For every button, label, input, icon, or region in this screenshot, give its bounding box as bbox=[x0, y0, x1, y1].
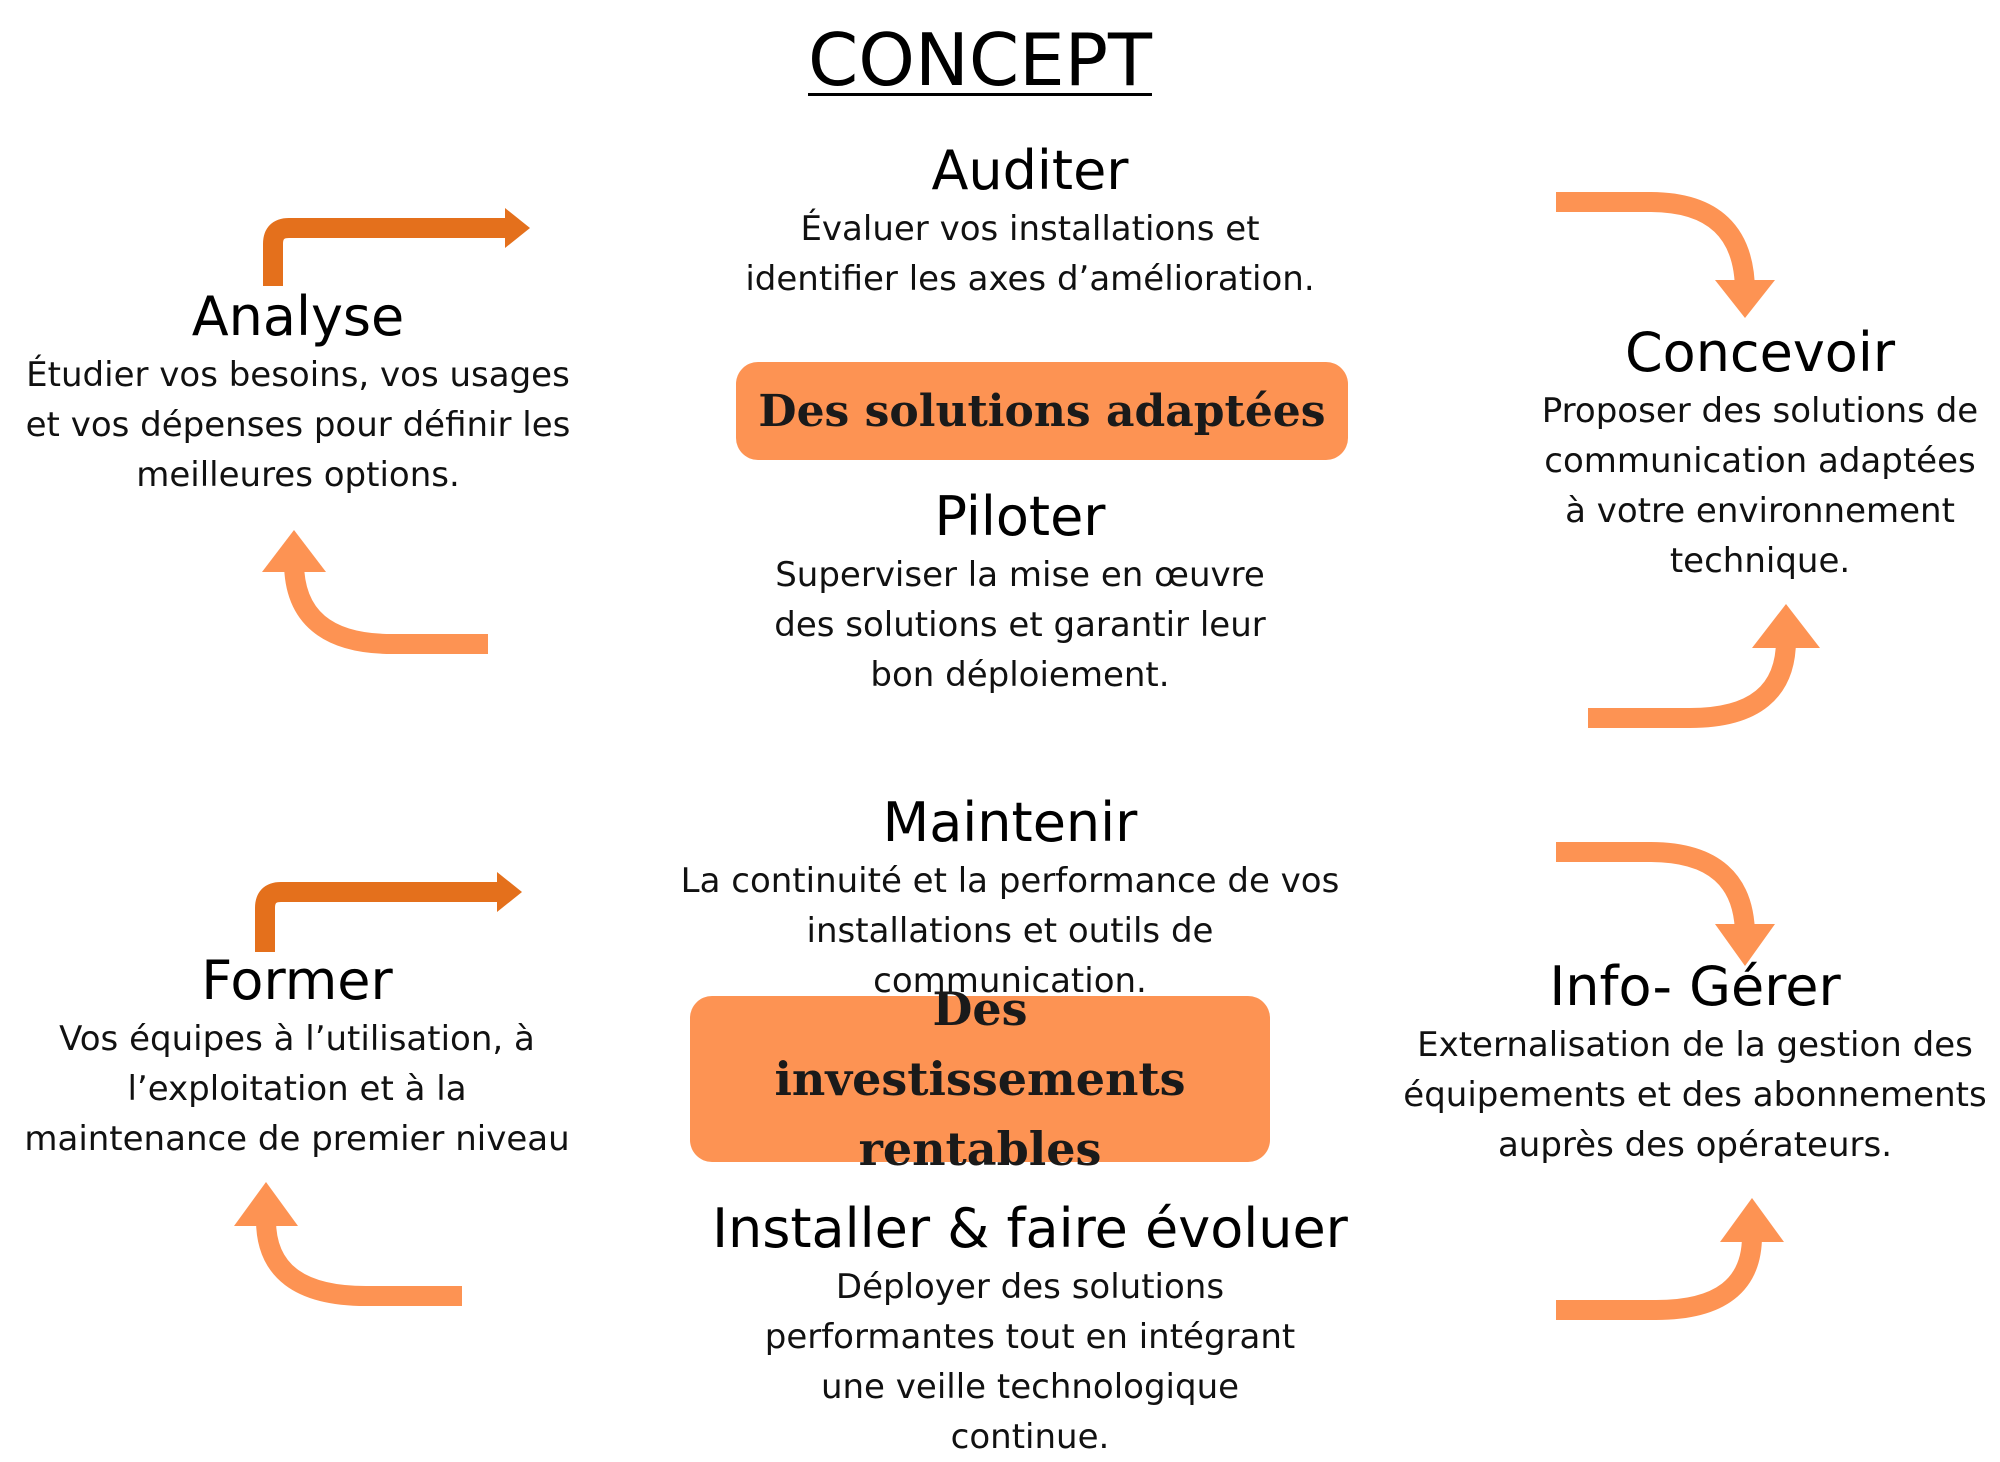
step-title: Piloter bbox=[934, 485, 1106, 548]
arrow-piloter-to-analyse bbox=[262, 530, 488, 654]
step-analyse: Analyse Étudier vos besoins, vos usages … bbox=[18, 284, 578, 500]
page-title: CONCEPT bbox=[808, 18, 1152, 102]
step-auditer: Auditer Évaluer vos installations et ide… bbox=[700, 138, 1360, 304]
arrow-info-gerer-to-installer bbox=[1556, 1198, 1784, 1320]
step-title: Auditer bbox=[931, 139, 1129, 202]
step-description: Externalisation de la gestion des équipe… bbox=[1403, 1025, 1987, 1165]
arrow-auditer-to-concevoir bbox=[1556, 192, 1775, 318]
step-piloter: Piloter Superviser la mise en œuvre des … bbox=[740, 484, 1300, 700]
arrow-installer-to-former bbox=[234, 1182, 462, 1306]
step-description: Étudier vos besoins, vos usages et vos d… bbox=[25, 355, 571, 495]
cycle-arrows bbox=[234, 192, 1820, 1320]
step-title: Concevoir bbox=[1624, 321, 1896, 384]
step-title: Maintenir bbox=[882, 791, 1138, 854]
step-description: Vos équipes à l’utilisation, à l’exploit… bbox=[24, 1019, 570, 1159]
arrow-analyse-to-auditer bbox=[263, 208, 530, 286]
step-title: Former bbox=[201, 949, 393, 1012]
step-description: Évaluer vos installations et identifier … bbox=[745, 209, 1315, 299]
arrow-maintenir-to-info-gerer bbox=[1556, 842, 1775, 966]
step-title: Analyse bbox=[191, 285, 405, 348]
step-maintenir: Maintenir La continuité et la performanc… bbox=[680, 790, 1340, 1006]
arrow-former-to-maintenir bbox=[255, 872, 522, 952]
arrow-concevoir-to-piloter bbox=[1588, 604, 1820, 728]
step-info-gerer: Info- Gérer Externalisation de la gestio… bbox=[1400, 954, 1990, 1170]
center-badge-investissements: Des investissements rentables bbox=[690, 982, 1270, 1176]
step-description: Superviser la mise en œuvre des solution… bbox=[774, 555, 1266, 695]
center-badge-solutions: Des solutions adaptées bbox=[736, 362, 1348, 460]
step-description: Proposer des solutions de communication … bbox=[1541, 391, 1979, 581]
step-title: Info- Gérer bbox=[1549, 955, 1841, 1018]
step-title: Installer & faire évoluer bbox=[712, 1197, 1348, 1260]
step-description: La continuité et la performance de vos i… bbox=[680, 861, 1340, 1001]
step-concevoir: Concevoir Proposer des solutions de comm… bbox=[1540, 320, 1980, 586]
step-former: Former Vos équipes à l’utilisation, à l’… bbox=[12, 948, 582, 1164]
